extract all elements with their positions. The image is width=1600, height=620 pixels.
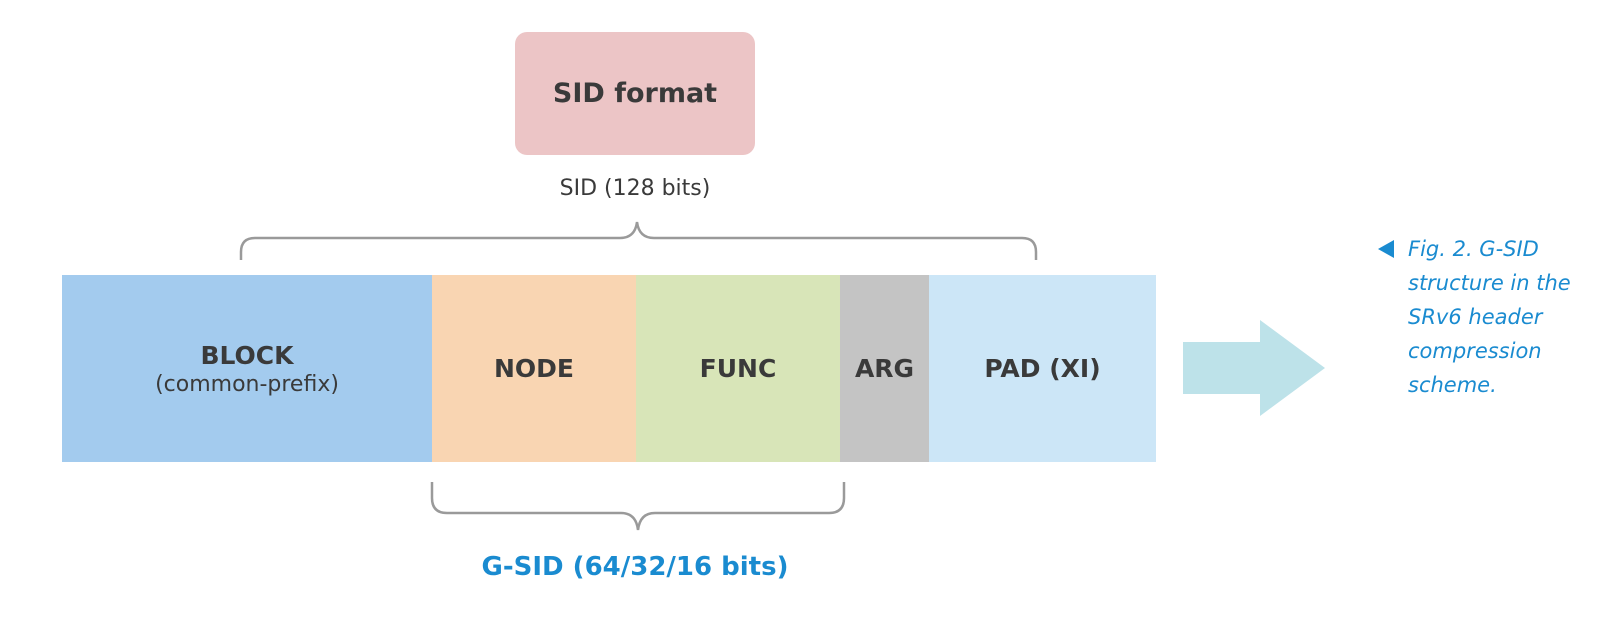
right-arrow-icon <box>1183 320 1325 416</box>
gsid-bits-label: G-SID (64/32/16 bits) <box>481 552 789 582</box>
segment-pad-label: PAD (XI) <box>984 354 1101 383</box>
segment-arg-label: ARG <box>854 354 915 383</box>
caption-text: Fig. 2. G-SID structure in the SRv6 head… <box>1408 237 1571 397</box>
segment-func: FUNC <box>636 275 840 462</box>
segment-block-label: BLOCK <box>200 340 294 370</box>
segment-node: NODE <box>432 275 636 462</box>
segment-block: BLOCK (common-prefix) <box>62 275 432 462</box>
segment-func-label: FUNC <box>699 354 777 383</box>
sid-format-title: SID format <box>515 32 755 155</box>
sid-128-bits-label: SID (128 bits) <box>559 176 711 201</box>
segment-block-sublabel: (common-prefix) <box>155 371 339 397</box>
gsid-brace <box>430 482 846 531</box>
figure-caption: Fig. 2. G-SID structure in the SRv6 head… <box>1378 232 1593 402</box>
sid-structure-bar: BLOCK (common-prefix) NODE FUNC ARG PAD … <box>62 275 1156 462</box>
segment-arg: ARG <box>840 275 929 462</box>
segment-node-label: NODE <box>493 354 574 383</box>
caption-triangle-icon <box>1378 240 1394 258</box>
segment-pad: PAD (XI) <box>929 275 1156 462</box>
sid-brace <box>239 221 1038 260</box>
